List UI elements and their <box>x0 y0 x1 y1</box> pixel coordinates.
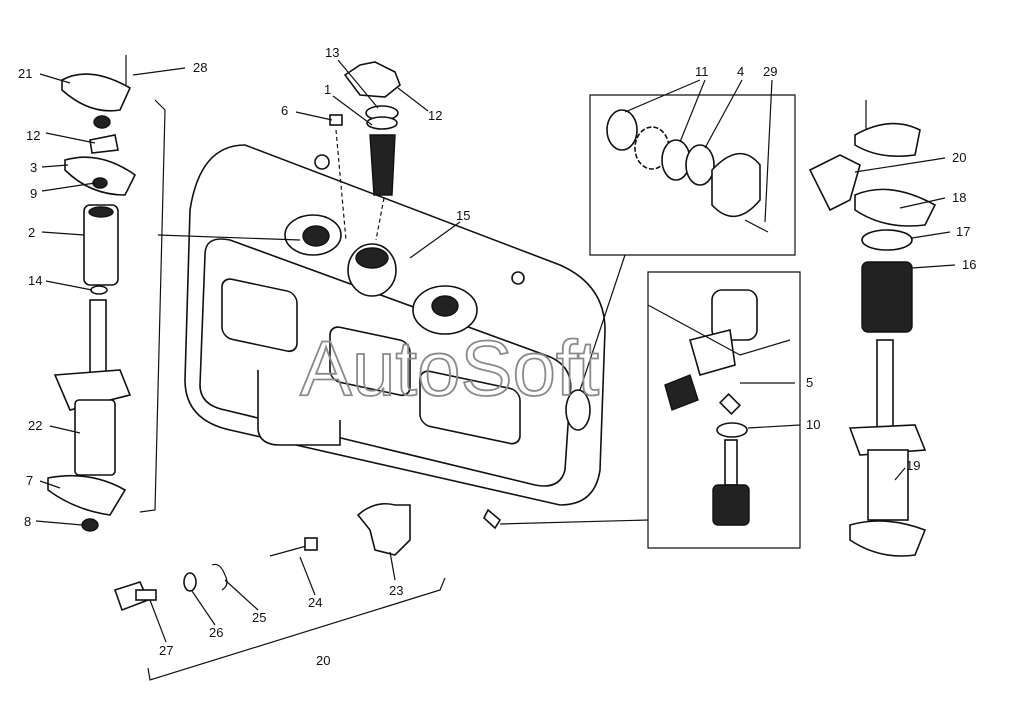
callout-28: 28 <box>193 60 207 75</box>
fuel-tank <box>184 144 606 530</box>
callout-22: 22 <box>28 418 42 433</box>
callout-23: 23 <box>389 583 403 598</box>
callout-20b: 20 <box>316 653 330 668</box>
callout-26: 26 <box>209 625 223 640</box>
callout-14: 14 <box>28 273 42 288</box>
callout-18: 18 <box>952 190 966 205</box>
callout-12b: 12 <box>428 108 442 123</box>
left-sender-assembly <box>47 55 137 532</box>
callout-9: 9 <box>30 186 37 201</box>
callout-8: 8 <box>24 514 31 529</box>
callout-5: 5 <box>806 375 813 390</box>
inset-seal-kit <box>579 94 796 391</box>
callout-7: 7 <box>26 473 33 488</box>
callout-19: 19 <box>906 458 920 473</box>
bottom-fittings-kit <box>113 502 446 681</box>
filler-cap-assembly <box>329 61 401 241</box>
callout-20: 20 <box>952 150 966 165</box>
callout-1: 1 <box>324 82 331 97</box>
callout-15: 15 <box>456 208 470 223</box>
leader-lines <box>35 59 956 643</box>
callout-6: 6 <box>281 103 288 118</box>
callout-13: 13 <box>325 45 339 60</box>
callout-12: 12 <box>26 128 40 143</box>
callout-29: 29 <box>763 64 777 79</box>
callout-25: 25 <box>252 610 266 625</box>
right-sender-assembly <box>808 100 937 557</box>
callout-17: 17 <box>956 224 970 239</box>
callout-11: 11 <box>695 64 709 79</box>
callout-16: 16 <box>962 257 976 272</box>
callout-4: 4 <box>737 64 744 79</box>
callout-27: 27 <box>159 643 173 658</box>
callout-labels: 21 28 12 3 9 2 14 22 7 8 13 1 6 12 15 11… <box>18 45 976 668</box>
inset-drain-valve <box>499 271 801 549</box>
callout-24: 24 <box>308 595 322 610</box>
callout-10: 10 <box>806 417 820 432</box>
callout-2: 2 <box>28 225 35 240</box>
callout-21: 21 <box>18 66 32 81</box>
callout-3: 3 <box>30 160 37 175</box>
